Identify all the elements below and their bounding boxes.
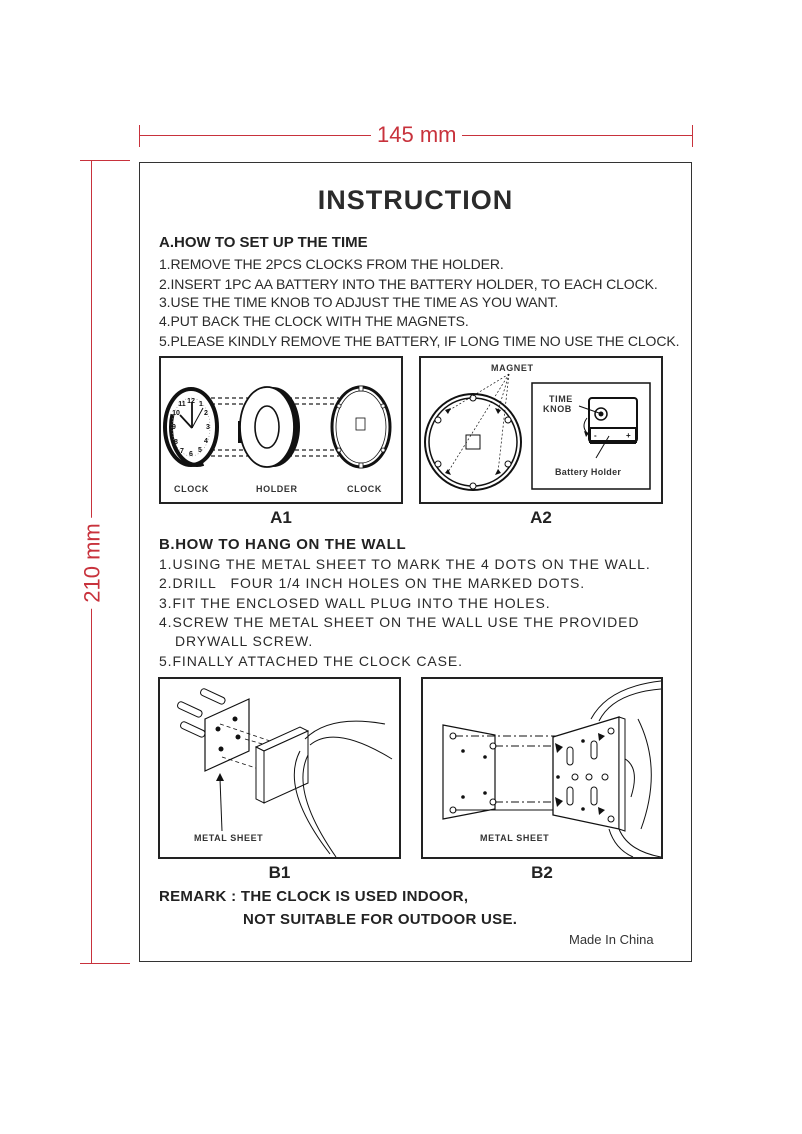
metal-sheet-icon [204, 698, 250, 772]
svg-text:5: 5 [198, 447, 202, 454]
height-tick-top [80, 160, 130, 161]
figure-b2-label: B2 [531, 863, 553, 882]
metal-sheet-callout: METAL SHEET [194, 833, 264, 843]
width-tick-right [692, 125, 693, 147]
clock-holder-exploded-illustration: 12 1 2 3 4 5 6 7 8 9 10 11 [163, 385, 392, 469]
section-a-heading: A.HOW TO SET UP THE TIME [159, 234, 368, 251]
section-a-step: 1.REMOVE THE 2PCS CLOCKS FROM THE HOLDER… [159, 256, 504, 272]
wall-plug-icon [177, 688, 226, 738]
figure-a1-label: A1 [270, 508, 292, 527]
svg-text:+: + [626, 431, 631, 440]
svg-text:6: 6 [189, 451, 193, 458]
holder-icon [239, 386, 300, 468]
section-b-step: 1.USING THE METAL SHEET TO MARK THE 4 DO… [159, 556, 651, 572]
magnet-icon [445, 408, 501, 475]
clock-back-icon [424, 393, 522, 491]
svg-text:10: 10 [172, 410, 180, 417]
svg-text:1: 1 [199, 401, 203, 408]
section-a-step: 3.USE THE TIME KNOB TO ADJUST THE TIME A… [159, 294, 559, 310]
metal-sheet-icon [442, 724, 496, 820]
remark-line-2: NOT SUITABLE FOR OUTDOOR USE. [243, 911, 518, 928]
instruction-sheet: INSTRUCTION A.HOW TO SET UP THE TIME 1.R… [139, 162, 692, 962]
svg-text:-: - [594, 431, 597, 440]
clock-back-callout: CLOCK [347, 484, 382, 494]
metal-sheet-attach-illustration [442, 680, 661, 857]
clock-back-magnet-illustration: - + [424, 373, 651, 491]
wall-mount-plugs-illustration [177, 688, 393, 857]
section-a-step: 2.INSERT 1PC AA BATTERY INTO THE BATTERY… [159, 276, 658, 292]
clock-back-icon [330, 385, 392, 469]
holder-callout: HOLDER [256, 484, 298, 494]
svg-text:4: 4 [204, 438, 208, 445]
section-a-step: 4.PUT BACK THE CLOCK WITH THE MAGNETS. [159, 313, 469, 329]
svg-text:2: 2 [204, 410, 208, 417]
clock-front-callout: CLOCK [174, 484, 209, 494]
figure-b1-panel: METAL SHEET [158, 677, 401, 859]
svg-text:8: 8 [174, 439, 178, 446]
magnet-callout: MAGNET [491, 363, 534, 373]
battery-holder-icon: - + [588, 397, 638, 444]
time-knob-callout-line2: KNOB [543, 404, 572, 414]
time-knob-callout-line1: TIME [549, 394, 573, 404]
section-a-step: 5.PLEASE KINDLY REMOVE THE BATTERY, IF L… [159, 333, 680, 349]
svg-text:9: 9 [172, 424, 176, 431]
width-label: 145 mm [371, 122, 463, 148]
section-b-heading: B.HOW TO HANG ON THE WALL [159, 536, 407, 553]
page-title: INSTRUCTION [317, 185, 514, 215]
width-tick-left [139, 125, 140, 147]
section-b-step: 5.FINALLY ATTACHED THE CLOCK CASE. [159, 653, 463, 669]
svg-text:7: 7 [180, 448, 184, 455]
battery-holder-callout: Battery Holder [555, 467, 622, 477]
section-b-step: 4.SCREW THE METAL SHEET ON THE WALL USE … [159, 614, 640, 630]
section-b-step: 2.DRILL FOUR 1/4 INCH HOLES ON THE MARKE… [159, 575, 586, 591]
clock-case-icon [293, 720, 393, 857]
figure-a1-panel: 12 1 2 3 4 5 6 7 8 9 10 11 [159, 356, 403, 504]
figure-b2-panel: METAL SHEET [421, 677, 663, 859]
figure-a2-label: A2 [530, 508, 552, 527]
metal-sheet-callout: METAL SHEET [480, 833, 550, 843]
clock-front-icon: 12 1 2 3 4 5 6 7 8 9 10 11 [163, 387, 225, 467]
made-in-china: Made In China [569, 932, 654, 947]
figure-a2-panel: - + MAGNET TIME KNOB Battery Holder [419, 356, 663, 504]
remark-line-1: REMARK : THE CLOCK IS USED INDOOR, [159, 888, 469, 905]
height-label: 210 mm [79, 517, 106, 609]
section-b-step: DRYWALL SCREW. [175, 633, 314, 649]
svg-text:3: 3 [206, 424, 210, 431]
svg-text:11: 11 [178, 401, 186, 408]
section-b-step: 3.FIT THE ENCLOSED WALL PLUG INTO THE HO… [159, 595, 551, 611]
clock-case-icon [590, 680, 661, 857]
height-tick-bottom [80, 963, 130, 964]
figure-b1-label: B1 [268, 863, 291, 882]
svg-text:12: 12 [187, 398, 195, 405]
